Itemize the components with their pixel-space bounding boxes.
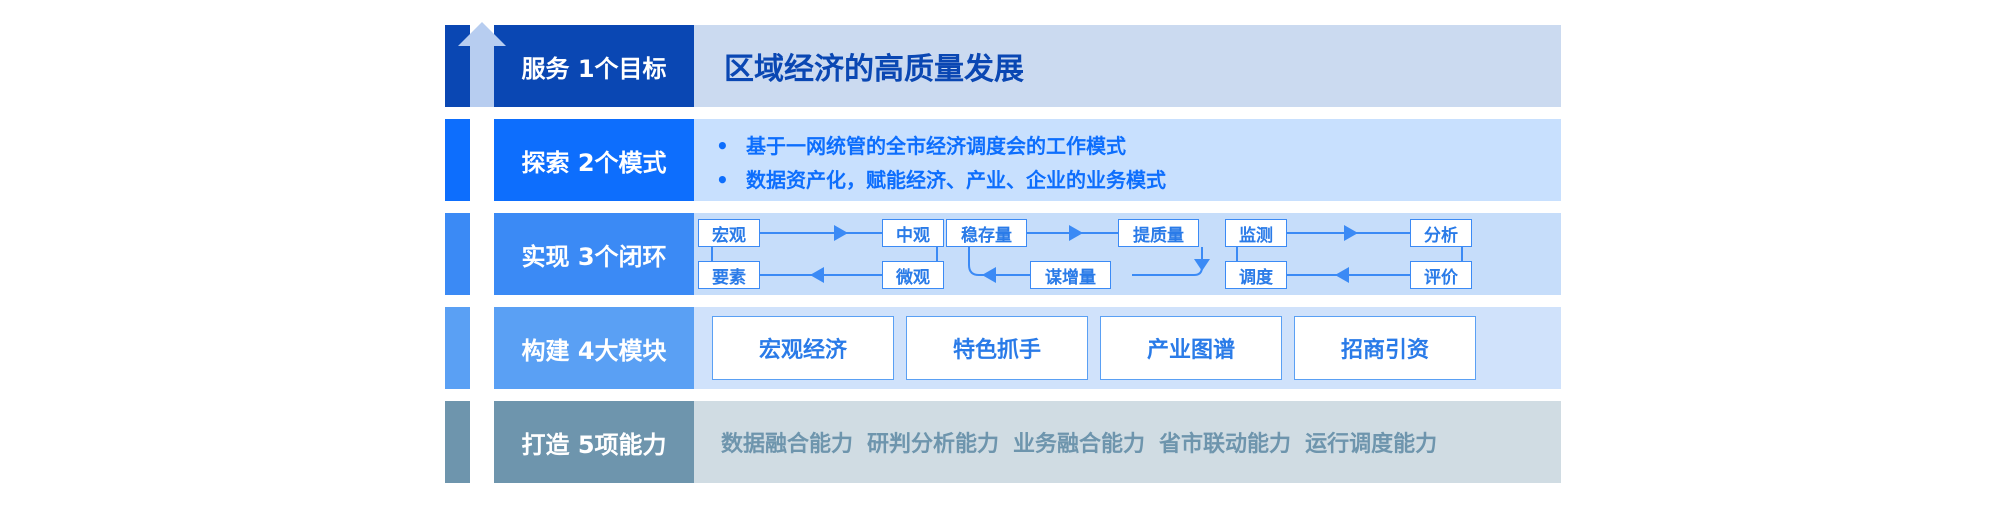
modules-content: 宏观经济 特色抓手 产业图谱 招商引资 [694,307,1561,389]
row-label-modules: 构建 4大模块 [494,307,694,389]
loop-node-meso: 中观 [882,219,944,247]
row-stripe [445,401,470,483]
framework-diagram: 服务 1个目标 区域经济的高质量发展 探索 2个模式 • 基于一网统管的全市经济调… [445,20,1561,496]
capability-item: 省市联动能力 [1159,432,1292,457]
module-box: 特色抓手 [906,316,1088,380]
module-box: 招商引资 [1294,316,1476,380]
arrowhead-icon [1194,259,1210,271]
arrowhead-icon [982,267,996,283]
arrowhead-icon [834,225,848,241]
arrowhead-icon [1344,225,1358,241]
loop-node-monitor: 监测 [1225,219,1287,247]
connector-line [1132,247,1203,276]
capability-item: 运行调度能力 [1305,432,1438,457]
mode-text: 基于一网统管的全市经济调度会的工作模式 [746,134,1126,158]
row-label-capabilities: 打造 5项能力 [494,401,694,483]
modes-content: • 基于一网统管的全市经济调度会的工作模式 • 数据资产化，赋能经济、产业、企业的业… [694,119,1561,201]
row-stripe [445,307,470,389]
row-stripe [445,119,470,201]
goal-text: 区域经济的高质量发展 [724,52,1024,87]
row-label-loops: 实现 3个闭环 [494,213,694,295]
module-box: 宏观经济 [712,316,894,380]
loop-node-macro: 宏观 [698,219,760,247]
mode-bullet: • 基于一网统管的全市经济调度会的工作模式 [716,129,1166,163]
bullet-dot: • [716,168,729,192]
modes-bullet-list: • 基于一网统管的全市经济调度会的工作模式 • 数据资产化，赋能经济、产业、企业的业… [716,129,1166,197]
capability-item: 研判分析能力 [867,432,1000,457]
capability-item: 业务融合能力 [1013,432,1146,457]
arrowhead-icon [1335,267,1349,283]
loop-node-factor: 要素 [698,261,760,289]
up-arrow-icon [458,22,506,483]
row-goal: 服务 1个目标 区域经济的高质量发展 [445,25,1561,107]
connector-line [968,247,1030,276]
loop-node-increment: 谋增量 [1030,261,1111,289]
loop-node-dispatch: 调度 [1225,261,1287,289]
capabilities-content: 数据融合能力 研判分析能力 业务融合能力 省市联动能力 运行调度能力 [694,401,1561,483]
arrowhead-icon [1069,225,1083,241]
capability-item: 数据融合能力 [721,432,854,457]
loop-node-evaluate: 评价 [1410,261,1472,289]
row-loops: 实现 3个闭环 [445,213,1561,295]
arrowhead-icon [810,267,824,283]
loop-node-quality: 提质量 [1118,219,1199,247]
goal-content: 区域经济的高质量发展 [694,25,1561,107]
loop-node-stabilize: 稳存量 [946,219,1027,247]
row-modules: 构建 4大模块 宏观经济 特色抓手 产业图谱 招商引资 [445,307,1561,389]
loop-node-analyze: 分析 [1410,219,1472,247]
row-stripe [445,213,470,295]
bullet-dot: • [716,134,729,158]
loops-connectors [711,225,1463,283]
capabilities-list: 数据融合能力 研判分析能力 业务融合能力 省市联动能力 运行调度能力 [721,401,1451,483]
row-label-modes: 探索 2个模式 [494,119,694,201]
row-capabilities: 打造 5项能力 数据融合能力 研判分析能力 业务融合能力 省市联动能力 运行调度… [445,401,1561,483]
row-modes: 探索 2个模式 • 基于一网统管的全市经济调度会的工作模式 • 数据资产化，赋能经济… [445,119,1561,201]
row-label-goal: 服务 1个目标 [494,25,694,107]
module-box: 产业图谱 [1100,316,1282,380]
mode-text: 数据资产化，赋能经济、产业、企业的业务模式 [746,168,1166,192]
mode-bullet: • 数据资产化，赋能经济、产业、企业的业务模式 [716,163,1166,197]
loops-content: 宏观 中观 微观 要素 稳存量 提质量 谋增量 监测 分析 评价 调度 [694,213,1561,295]
loop-node-micro: 微观 [882,261,944,289]
